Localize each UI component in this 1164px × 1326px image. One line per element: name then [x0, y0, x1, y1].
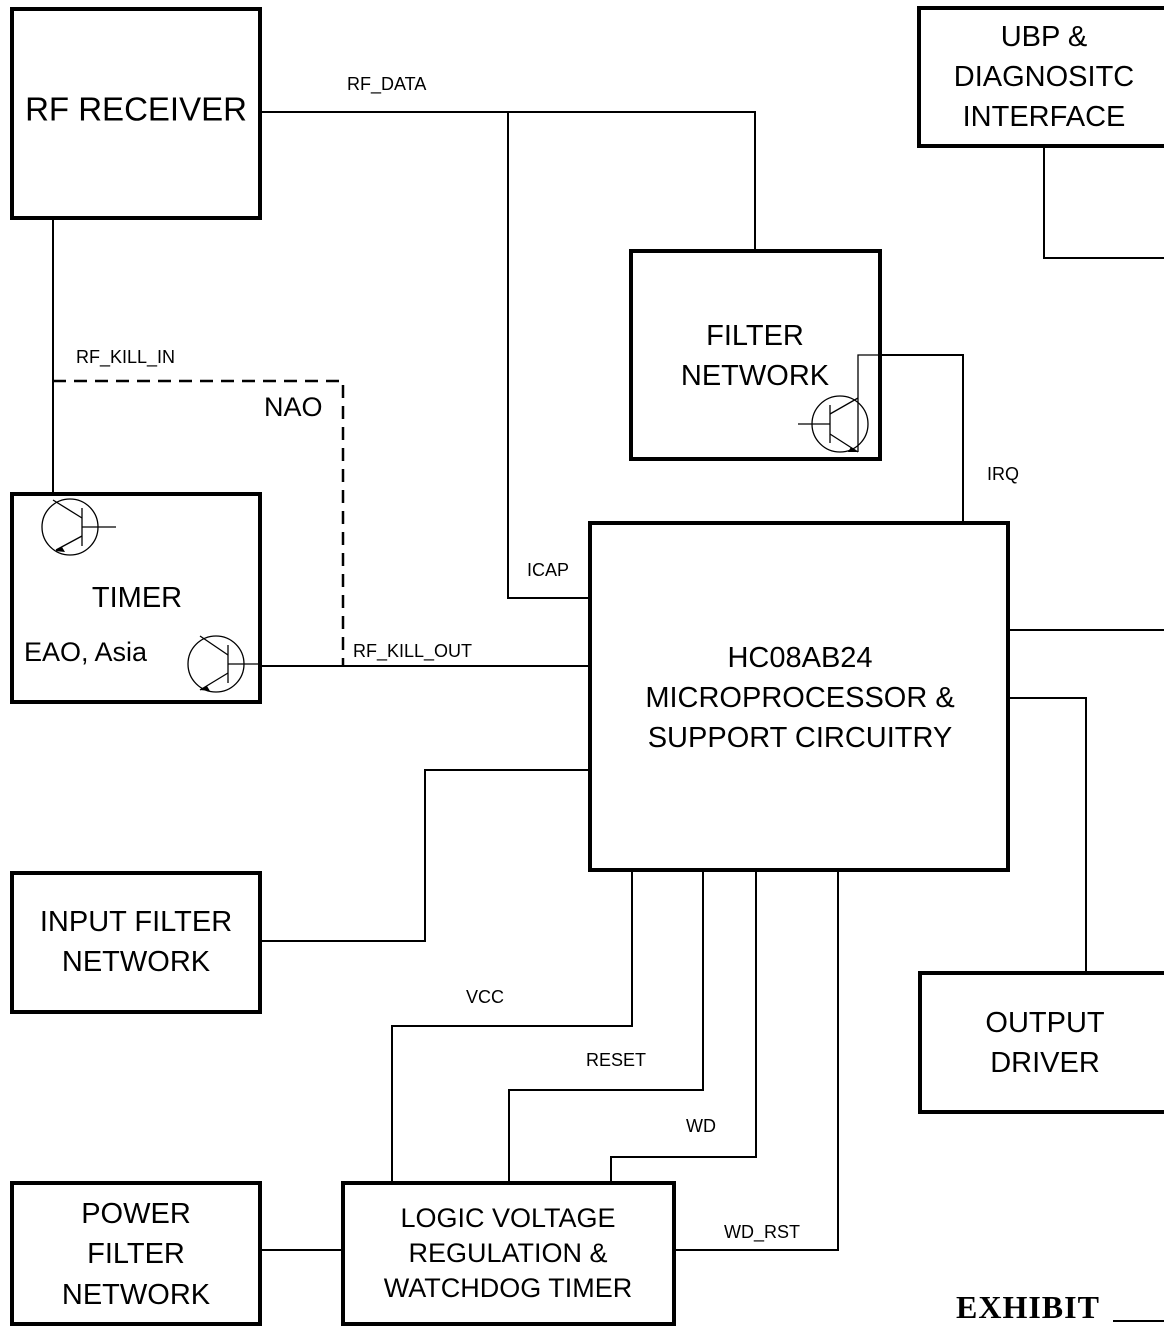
nao-label: NAO	[264, 392, 323, 422]
wd-wire	[610, 870, 757, 1183]
ubp-diagnostic-interface-block: UBP & DIAGNOSITC INTERFACE	[917, 6, 1164, 148]
ubp-label-line2: DIAGNOSITC	[954, 61, 1134, 93]
reset-label: RESET	[586, 1050, 646, 1070]
transistor-icon	[798, 354, 880, 453]
logic-voltage-regulation-block: LOGIC VOLTAGE REGULATION & WATCHDOG TIME…	[341, 1181, 676, 1326]
power-filter-line2: FILTER	[87, 1238, 185, 1270]
wd-label: WD	[686, 1116, 716, 1136]
filter-network-block: FILTER NETWORK	[629, 249, 882, 461]
timer-transistor-top-icon	[41, 498, 116, 556]
ubp-label-line1: UBP &	[1001, 21, 1088, 53]
wires	[52, 111, 1164, 1251]
rf-kill-out-label: RF_KILL_OUT	[353, 641, 472, 662]
power-filter-network-block: POWER FILTER NETWORK	[10, 1181, 262, 1326]
vcc-wire	[391, 870, 633, 1183]
output-driver-line1: OUTPUT	[985, 1007, 1105, 1039]
wd-rst-label: WD_RST	[724, 1222, 800, 1243]
timer-label: TIMER	[92, 582, 182, 614]
filter-network-line2: NETWORK	[681, 360, 830, 392]
rf-data-wire	[260, 111, 756, 250]
micro-label-line2: MICROPROCESSOR &	[645, 682, 954, 714]
signal-labels: RF_DATA RF_KILL_IN NAO IRQ ICAP RF_KILL_…	[76, 74, 1019, 1243]
nao-dashed-wire	[53, 379, 345, 666]
timer-transistor-bottom-icon	[187, 635, 260, 693]
timer-sub-label: EAO, Asia	[24, 637, 148, 667]
rf-kill-in-label: RF_KILL_IN	[76, 347, 175, 368]
input-filter-wire	[260, 769, 590, 942]
input-filter-line1: INPUT FILTER	[40, 906, 232, 938]
timer-block: TIMER EAO, Asia	[10, 492, 262, 704]
output-driver-line2: DRIVER	[990, 1047, 1100, 1079]
logic-voltage-line2: REGULATION &	[408, 1238, 607, 1268]
exhibit-footer: EXHIBIT	[956, 1289, 1164, 1325]
micro-label-line1: HC08AB24	[727, 642, 872, 674]
ubp-label-line3: INTERFACE	[963, 101, 1126, 133]
rf-data-label: RF_DATA	[347, 74, 426, 95]
logic-voltage-line1: LOGIC VOLTAGE	[400, 1203, 615, 1233]
input-filter-network-block: INPUT FILTER NETWORK	[10, 871, 262, 1014]
filter-network-line1: FILTER	[706, 320, 804, 352]
reset-wire	[508, 870, 704, 1183]
output-driver-block: OUTPUT DRIVER	[918, 971, 1164, 1114]
input-filter-line2: NETWORK	[62, 946, 211, 978]
micro-label-line3: SUPPORT CIRCUITRY	[648, 722, 953, 754]
rf-receiver-block: RF RECEIVER	[10, 7, 262, 220]
microprocessor-block: HC08AB24 MICROPROCESSOR & SUPPORT CIRCUI…	[588, 521, 1010, 872]
icap-wire	[507, 112, 590, 599]
ubp-wire	[1043, 146, 1164, 259]
rf-receiver-label: RF RECEIVER	[25, 91, 247, 128]
power-filter-line1: POWER	[81, 1198, 191, 1230]
exhibit-label: EXHIBIT	[956, 1289, 1100, 1325]
wd-rst-wire	[674, 870, 839, 1251]
power-filter-line3: NETWORK	[62, 1279, 211, 1311]
output-driver-wire	[1008, 697, 1087, 973]
logic-voltage-line3: WATCHDOG TIMER	[384, 1273, 632, 1303]
irq-wire	[880, 354, 964, 524]
vcc-label: VCC	[466, 987, 504, 1007]
irq-label: IRQ	[987, 464, 1019, 484]
icap-label: ICAP	[527, 560, 569, 580]
